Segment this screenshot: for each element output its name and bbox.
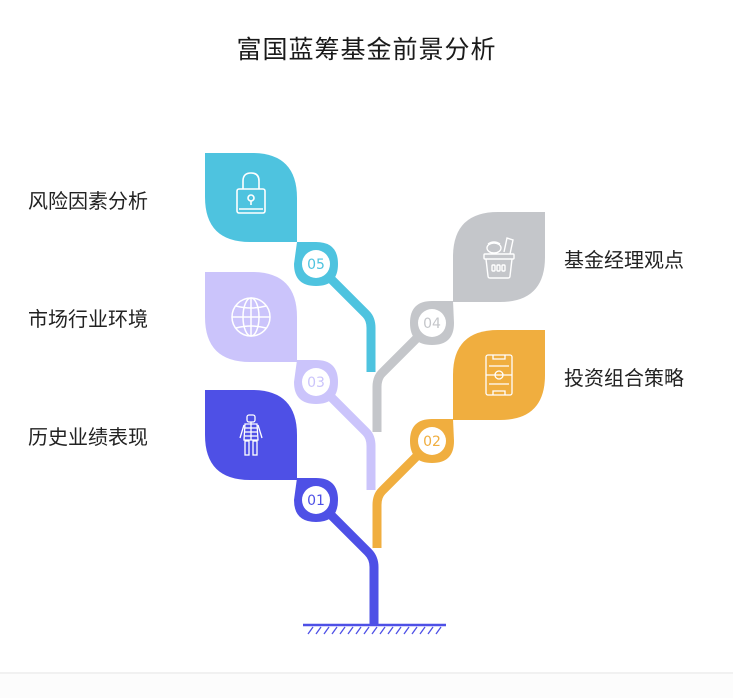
stem-05 <box>312 260 376 372</box>
page-title: 富国蓝筹基金前景分析 <box>236 35 497 64</box>
shopping-basket-icon <box>483 237 515 279</box>
badge-04: 04 <box>423 316 441 332</box>
soccer-field-icon <box>485 354 513 396</box>
leaf-03: 03 <box>205 272 338 404</box>
footer-divider <box>0 672 733 674</box>
stem-01 <box>312 496 379 625</box>
badge-05: 05 <box>307 257 325 273</box>
label-risk-factors: 风险因素分析 <box>28 189 148 213</box>
skeleton-icon <box>239 414 263 456</box>
label-fund-manager-view: 基金经理观点 <box>564 248 684 272</box>
label-portfolio-strategy: 投资组合策略 <box>564 366 684 390</box>
globe-icon <box>231 297 271 337</box>
badge-01: 01 <box>307 493 325 509</box>
label-market-environment: 市场行业环境 <box>28 307 148 331</box>
leaf-04: 04 <box>410 212 545 345</box>
lock-icon <box>236 172 266 214</box>
stem-03 <box>312 378 376 490</box>
leaf-05: 05 <box>205 153 338 286</box>
leaf-02: 02 <box>410 330 545 463</box>
badge-02: 02 <box>423 434 441 450</box>
badge-03: 03 <box>307 375 325 391</box>
stem-02 <box>372 437 436 548</box>
ground <box>303 623 446 635</box>
leaf-01: 01 <box>205 390 338 522</box>
stem-04 <box>372 319 436 432</box>
label-historical-performance: 历史业绩表现 <box>28 425 148 449</box>
footer-area <box>0 674 733 698</box>
